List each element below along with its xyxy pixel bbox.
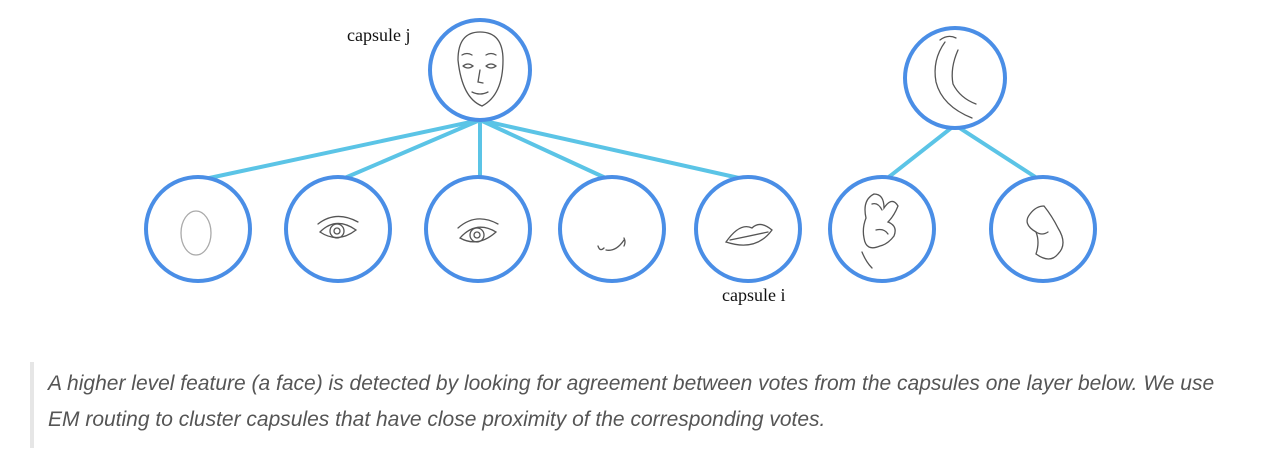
capsule-foot-circle bbox=[989, 175, 1097, 283]
capsule-arm-circle bbox=[903, 26, 1007, 130]
capsule-left-eye-circle bbox=[284, 175, 392, 283]
connector-face-to-nose bbox=[478, 118, 612, 182]
hand-sketch bbox=[861, 193, 899, 269]
capsule-right-eye-circle bbox=[424, 175, 532, 283]
capsule-contour-circle bbox=[144, 175, 252, 283]
contour-sketch bbox=[180, 210, 212, 256]
capsule-hand-circle bbox=[828, 175, 936, 283]
blockquote-bar bbox=[30, 362, 34, 448]
face-sketch bbox=[457, 31, 504, 107]
arm-sketch bbox=[934, 35, 977, 119]
left-eye-sketch bbox=[317, 215, 359, 239]
connector-face-to-contour bbox=[198, 118, 482, 182]
capsule-nose-circle bbox=[558, 175, 666, 283]
capsule-i-mouth-circle bbox=[694, 175, 802, 283]
connector-arm-to-foot bbox=[953, 123, 1042, 182]
connector-arm-to-hand bbox=[883, 123, 957, 182]
connector-face-to-left-eye bbox=[338, 118, 482, 182]
label-capsule-i: capsule i bbox=[722, 285, 786, 305]
figure-caption: A higher level feature (a face) is detec… bbox=[48, 372, 1215, 431]
mouth-sketch bbox=[724, 223, 773, 246]
label-capsule-j: capsule j bbox=[347, 25, 411, 45]
right-eye-sketch bbox=[457, 218, 499, 243]
nose-sketch bbox=[597, 237, 626, 251]
capsule-diagram bbox=[144, 18, 1097, 283]
connector-face-to-mouth bbox=[478, 118, 750, 182]
connector-lines bbox=[198, 118, 1042, 182]
foot-sketch bbox=[1026, 205, 1064, 260]
